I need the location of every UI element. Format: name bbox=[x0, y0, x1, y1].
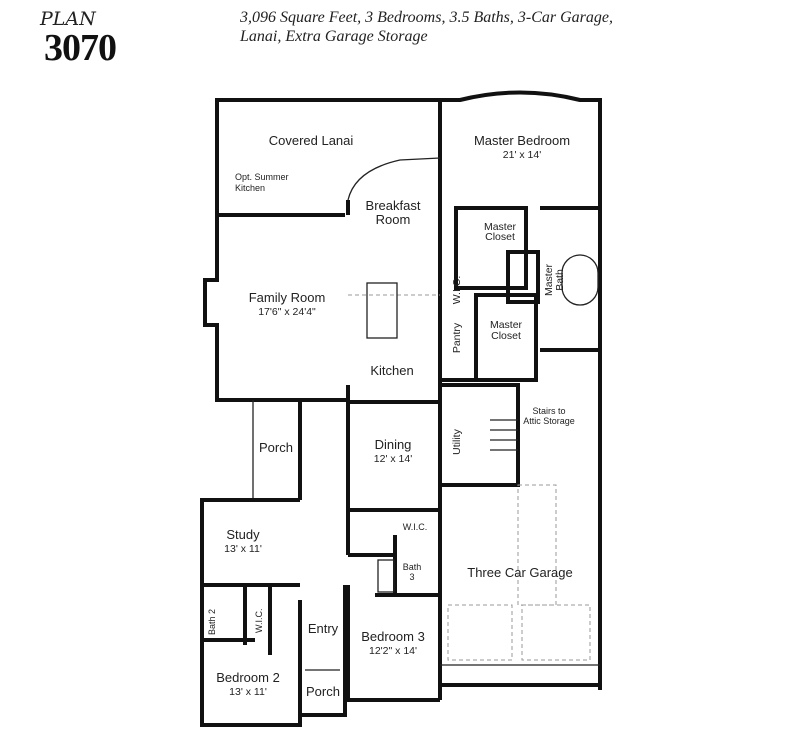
pantry-label: Pantry bbox=[451, 322, 463, 353]
summer-kitchen-label: Opt. Summer bbox=[235, 172, 289, 182]
master-bath-label: Master bbox=[543, 263, 555, 296]
breakfast-room-label: Room bbox=[376, 212, 411, 227]
garage-label: Three Car Garage bbox=[467, 565, 573, 580]
bedroom-3-dimensions: 12'2" x 14' bbox=[369, 645, 417, 657]
utility-label: Utility bbox=[451, 428, 463, 454]
master-bedroom-dimensions: 21' x 14' bbox=[503, 149, 541, 161]
family-room-label: Family Room bbox=[249, 290, 326, 305]
bath-2-label: Bath 2 bbox=[207, 609, 217, 635]
bath-3-label: 3 bbox=[409, 572, 414, 582]
bedroom-2-label: Bedroom 2 bbox=[216, 670, 280, 685]
summer-kitchen-label: Kitchen bbox=[235, 183, 265, 193]
plan-description: 3,096 Square Feet, 3 Bedrooms, 3.5 Baths… bbox=[240, 8, 613, 46]
dining-label: Dining bbox=[375, 437, 412, 452]
master-bath-label: Bath bbox=[554, 269, 566, 291]
master-closet-label: Closet bbox=[485, 231, 515, 243]
bedroom-3-label: Bedroom 3 bbox=[361, 629, 425, 644]
wic-label: W.I.C. bbox=[254, 609, 264, 634]
stairs-label: Attic Storage bbox=[523, 416, 575, 426]
master-closet-label: Closet bbox=[491, 330, 521, 342]
plan-label: PLAN bbox=[40, 8, 96, 30]
rear-porch-label: Porch bbox=[259, 440, 293, 455]
wic-label: W.I.C. bbox=[403, 522, 428, 532]
walls bbox=[200, 90, 602, 727]
room-labels: Covered Lanai Opt. Summer Kitchen Master… bbox=[207, 133, 575, 699]
bedroom-2-dimensions: 13' x 11' bbox=[229, 686, 267, 698]
dining-dimensions: 12' x 14' bbox=[374, 453, 412, 465]
master-closet-label: Master bbox=[484, 221, 517, 233]
description-line: Lanai, Extra Garage Storage bbox=[240, 28, 428, 45]
entry-label: Entry bbox=[308, 621, 339, 636]
master-bedroom-label: Master Bedroom bbox=[474, 133, 570, 148]
front-porch-label: Porch bbox=[306, 684, 340, 699]
description-line: 3,096 Square Feet, 3 Bedrooms, 3.5 Baths… bbox=[240, 9, 613, 26]
covered-lanai-label: Covered Lanai bbox=[269, 133, 354, 148]
study-label: Study bbox=[226, 527, 260, 542]
master-closet-label: Master bbox=[490, 319, 523, 331]
wic-label: W.I.C. bbox=[451, 276, 463, 305]
family-room-dimensions: 17'6" x 24'4" bbox=[258, 306, 316, 318]
study-dimensions: 13' x 11' bbox=[224, 543, 262, 555]
plan-number: 3070 bbox=[44, 27, 117, 69]
kitchen-label: Kitchen bbox=[370, 363, 413, 378]
bath-3-label: Bath bbox=[403, 562, 422, 572]
stairs-label: Stairs to bbox=[532, 406, 565, 416]
breakfast-room-label: Breakfast bbox=[366, 198, 421, 213]
